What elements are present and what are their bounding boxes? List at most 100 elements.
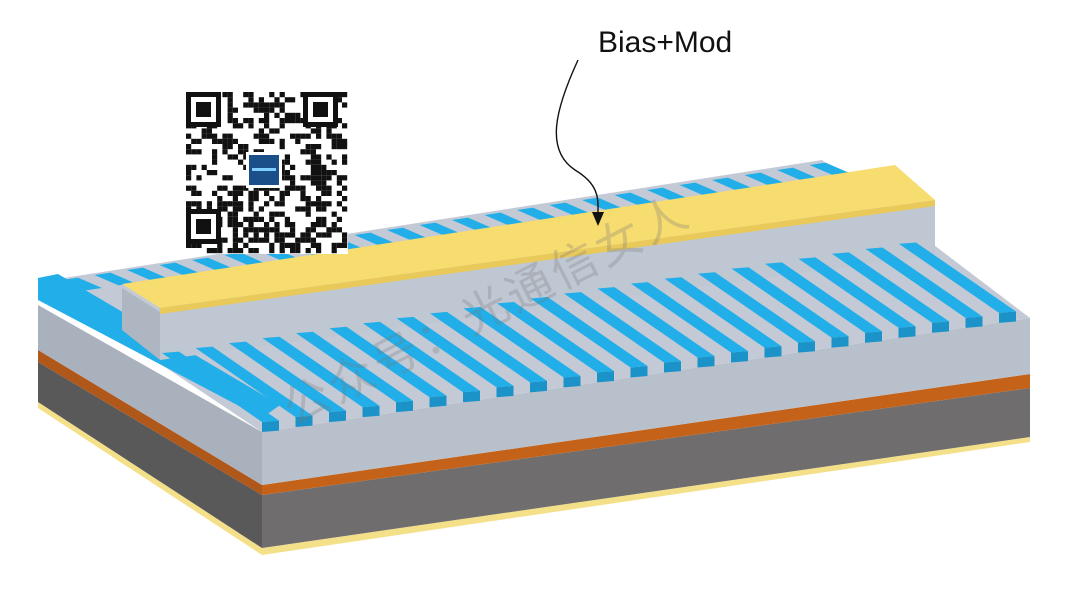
- qr-module: [342, 102, 348, 108]
- qr-module: [258, 206, 264, 212]
- qr-module: [269, 196, 275, 202]
- qr-module: [232, 107, 238, 113]
- qr-module: [310, 180, 316, 186]
- qr-module: [253, 133, 259, 139]
- back-grating-tooth: [62, 277, 102, 291]
- qr-module: [316, 128, 322, 134]
- qr-module: [248, 222, 254, 228]
- front-grating-tooth-front: [798, 341, 815, 353]
- qr-module: [326, 170, 332, 176]
- qr-module: [342, 175, 348, 181]
- front-grating-tooth-strip: [631, 282, 748, 353]
- qr-module: [274, 97, 280, 103]
- qr-module: [321, 222, 327, 228]
- back-grating-tooth: [224, 252, 265, 266]
- qr-module: [269, 102, 275, 108]
- qr-module: [201, 133, 207, 139]
- back-grating-teeth: [62, 162, 850, 291]
- qr-module: [305, 175, 311, 181]
- front-grating-tooth-front: [630, 366, 648, 378]
- qr-module: [186, 133, 192, 139]
- qr-module: [336, 190, 342, 196]
- qr-module: [248, 248, 254, 254]
- qr-module: [342, 185, 348, 191]
- qr-module: [342, 242, 348, 248]
- qr-module: [310, 227, 316, 233]
- front-grating-tooth-strip: [229, 341, 346, 413]
- qr-module: [305, 232, 311, 238]
- front-grating-tooth-strip: [765, 262, 882, 333]
- qr-module: [279, 211, 285, 217]
- cladding-front-face: [262, 318, 1030, 485]
- qr-module: [186, 144, 192, 150]
- qr-module: [227, 190, 233, 196]
- qr-module: [258, 216, 264, 222]
- qr-module: [300, 190, 306, 196]
- qr-module: [284, 118, 290, 124]
- front-grating-tooth-front: [463, 390, 480, 403]
- qr-module: [206, 201, 212, 207]
- qr-module: [336, 216, 342, 222]
- qr-module: [248, 123, 254, 129]
- qr-module: [279, 248, 285, 254]
- qr-module: [279, 118, 285, 124]
- qr-module: [243, 118, 249, 124]
- qr-finder-core: [313, 102, 328, 117]
- qr-module: [295, 242, 301, 248]
- qr-module: [248, 118, 254, 124]
- qr-module: [248, 97, 254, 103]
- qr-module: [227, 216, 233, 222]
- front-grating-tooth-strip: [832, 252, 949, 323]
- qr-module: [253, 107, 259, 113]
- front-grating-tooth-front: [396, 400, 413, 413]
- qr-module: [222, 133, 228, 139]
- qr-module: [258, 133, 264, 139]
- active-layer-front: [262, 374, 1030, 495]
- qr-module: [238, 237, 244, 243]
- qr-module: [212, 190, 218, 196]
- qr-module: [300, 206, 306, 212]
- qr-module: [336, 138, 342, 144]
- qr-module: [274, 227, 280, 233]
- qr-module: [300, 237, 306, 243]
- qr-module: [284, 222, 290, 228]
- bias-mod-callout-label: Bias+Mod: [598, 26, 733, 59]
- back-grating-tooth: [647, 187, 687, 201]
- qr-module: [269, 107, 275, 113]
- front-grating-tooth-strip: [564, 292, 681, 363]
- qr-module: [305, 196, 311, 202]
- front-grating-tooth-front: [999, 311, 1016, 323]
- qr-module: [305, 248, 311, 254]
- qr-module: [264, 112, 270, 118]
- qr-module: [295, 118, 301, 124]
- qr-module: [300, 232, 306, 238]
- qr-module: [342, 206, 348, 212]
- back-grating-tooth: [777, 167, 817, 181]
- qr-module: [253, 237, 259, 243]
- qr-module: [232, 118, 238, 124]
- qr-module: [258, 102, 264, 108]
- back-grating-tooth: [127, 267, 167, 281]
- qr-module: [269, 211, 275, 217]
- qr-module: [284, 242, 290, 248]
- qr-module: [243, 232, 249, 238]
- front-grating-tooth-front: [362, 405, 380, 418]
- qr-module: [336, 133, 342, 139]
- back-grating-tooth: [484, 212, 525, 226]
- active-layer-side: [38, 350, 262, 495]
- cladding-side-face: [38, 305, 262, 485]
- ridge-side-face: [122, 288, 160, 360]
- qr-module: [310, 159, 316, 165]
- qr-module: [321, 180, 327, 186]
- qr-module: [222, 201, 228, 207]
- qr-module: [201, 164, 207, 170]
- qr-finder-core: [196, 102, 211, 117]
- qr-module: [326, 227, 332, 233]
- front-grating-tooth-strip: [731, 267, 849, 338]
- callout-arrow-line: [555, 59, 599, 213]
- qr-module: [253, 190, 259, 196]
- qr-module: [212, 248, 218, 254]
- qr-module: [336, 118, 342, 124]
- qr-module: [331, 222, 337, 228]
- qr-module: [264, 222, 270, 228]
